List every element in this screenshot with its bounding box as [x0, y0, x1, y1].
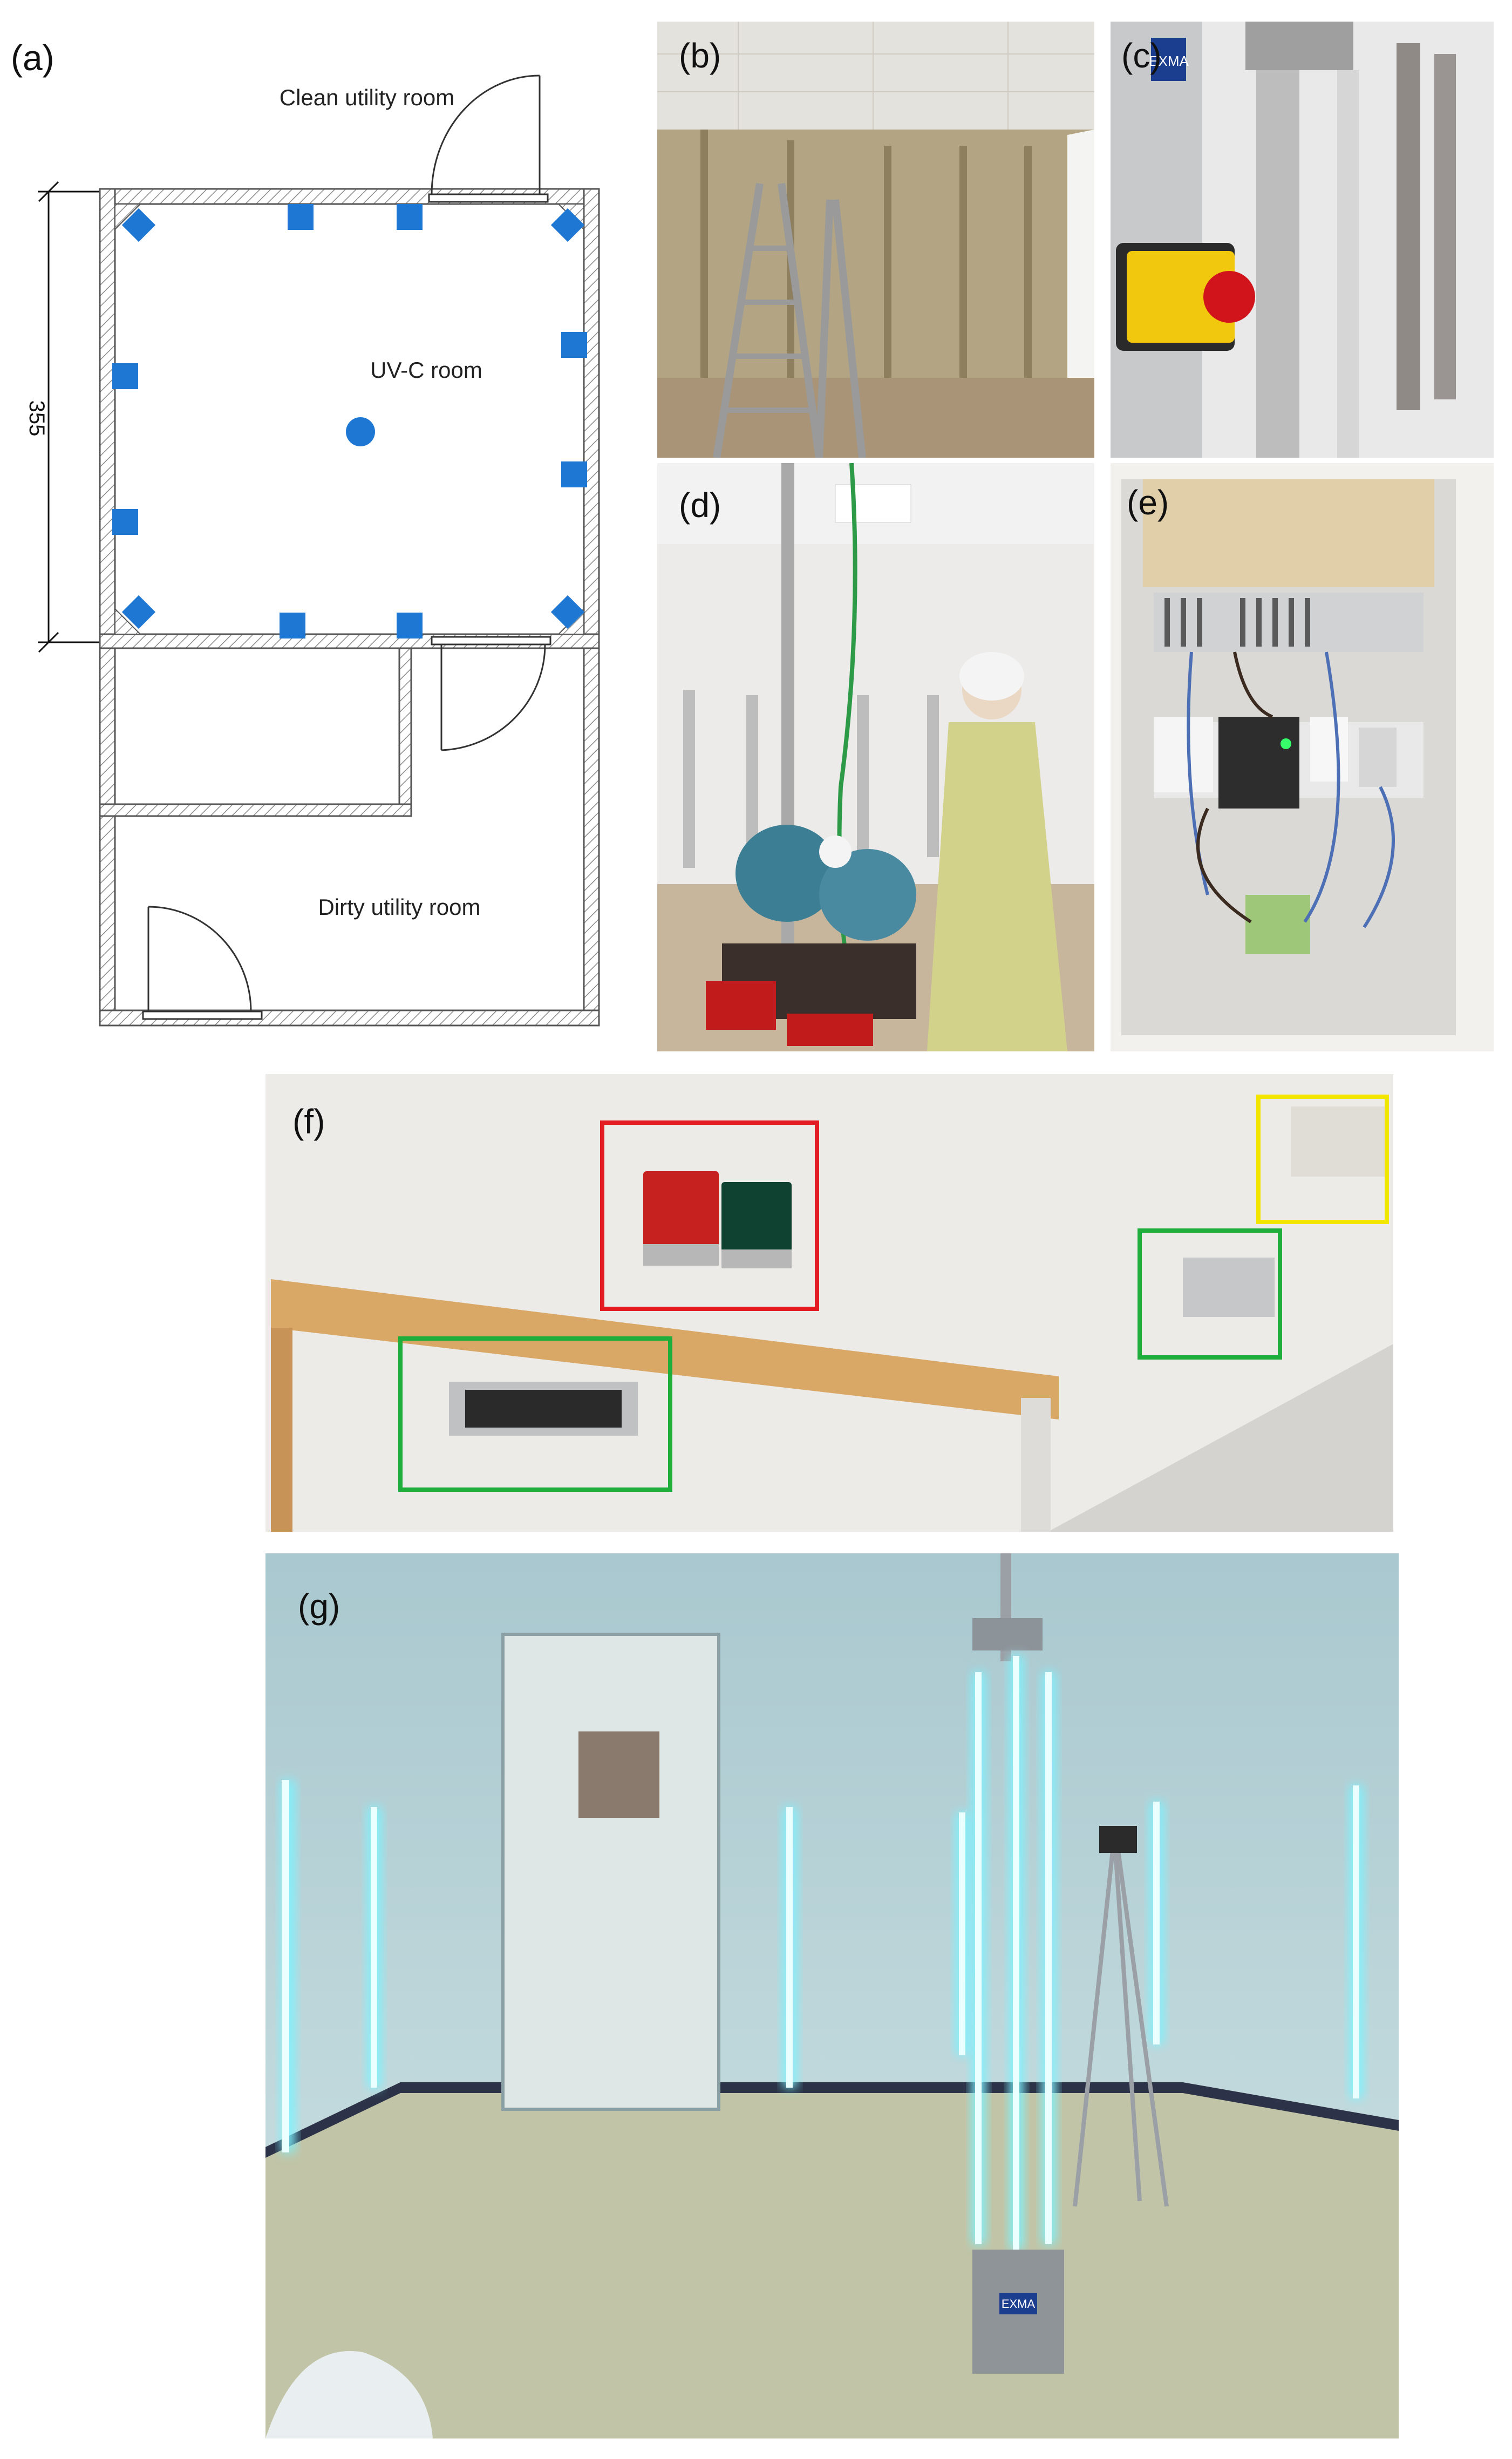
wall-lamp-marker	[397, 204, 423, 230]
panel-b-photo-wall-construction: (b)	[657, 22, 1094, 458]
panel-g-photo-uvc-room-active: EXMA (g)	[265, 1553, 1399, 2438]
door-clean-room	[428, 74, 549, 203]
wall-lamp-marker	[397, 613, 423, 638]
panel-label-d: (d)	[679, 486, 721, 525]
exma-label-text: EXMA	[1149, 53, 1189, 69]
technician-figure	[927, 652, 1067, 1051]
label-uvc-room: UV-C room	[370, 357, 482, 383]
exma-label	[1151, 38, 1186, 81]
wall-lamp-marker	[561, 332, 587, 358]
photo-c: EXMA (c)	[1111, 22, 1494, 458]
panel-e-photo-control-cabinet: (e)	[1111, 463, 1494, 1051]
panel-d-photo-installation: (d)	[657, 463, 1094, 1051]
wall-lamp-marker	[288, 204, 314, 230]
panel-label-g: (g)	[298, 1587, 340, 1626]
photo-d: (d)	[657, 463, 1094, 1051]
wall-lamp-marker	[112, 363, 138, 389]
label-clean-utility-room: Clean utility room	[280, 85, 454, 110]
door-uvc-bottom	[431, 636, 551, 751]
kneeling-workers	[735, 825, 916, 941]
panel-c-photo-emergency-stop: EXMA (c)	[1111, 22, 1494, 458]
highlight-box-red	[600, 1120, 819, 1311]
panel-a-floor-plan: (a) 355	[0, 0, 648, 1069]
dimension-line	[38, 181, 108, 653]
wall-uv-lamps	[282, 1780, 1363, 2152]
highlight-box-green-lock	[398, 1336, 672, 1492]
central-tower-marker	[346, 417, 375, 446]
din-rail-modules	[1154, 593, 1424, 954]
door-dirty-room	[142, 906, 263, 1020]
panel-label-e: (e)	[1127, 483, 1169, 522]
red-beacon	[643, 1171, 719, 1252]
panel-label-a: (a)	[11, 38, 55, 78]
uvc-tower: EXMA	[972, 1553, 1064, 2374]
door-window	[578, 1731, 659, 1818]
floor-plan-svg: (a) 355	[11, 38, 600, 1027]
panel-f-photo-door-signals: (f)	[265, 1074, 1393, 1532]
panel-label-f: (f)	[292, 1102, 325, 1141]
ladder	[713, 182, 866, 458]
door-sensor-magnet	[1183, 1258, 1275, 1317]
door	[501, 1633, 720, 2111]
photo-f: (f)	[265, 1074, 1393, 1532]
signal-beacons	[643, 1171, 792, 1268]
tripod	[1073, 1850, 1169, 2207]
exma-base-label: EXMA	[1002, 2297, 1036, 2311]
panel-label-c: (c)	[1121, 36, 1162, 75]
panel-label-b: (b)	[679, 36, 721, 75]
wall-lamp-marker	[112, 509, 138, 535]
plc-controller	[1218, 717, 1299, 809]
wall-lamp-marker	[280, 613, 305, 638]
wall-lamp-marker	[561, 461, 587, 487]
terminal-block	[1245, 895, 1310, 954]
highlight-box-yellow	[1256, 1095, 1389, 1224]
wooden-door-frame	[271, 1279, 1059, 1532]
uv-lamp-markers	[112, 204, 587, 638]
highlight-box-green-sensor	[1138, 1228, 1282, 1360]
dimension-label: 355	[25, 400, 49, 437]
emergency-stop-button	[1116, 243, 1255, 351]
cloth	[265, 2351, 433, 2438]
floor	[265, 2082, 1399, 2438]
photo-b: (b)	[657, 22, 1094, 458]
motion-sensor	[1291, 1106, 1388, 1177]
corner-lamp-marker	[121, 208, 156, 242]
green-beacon	[721, 1182, 792, 1258]
photo-g: EXMA (g)	[265, 1553, 1399, 2438]
label-dirty-utility-room: Dirty utility room	[318, 894, 480, 920]
photo-e: (e)	[1111, 463, 1494, 1051]
